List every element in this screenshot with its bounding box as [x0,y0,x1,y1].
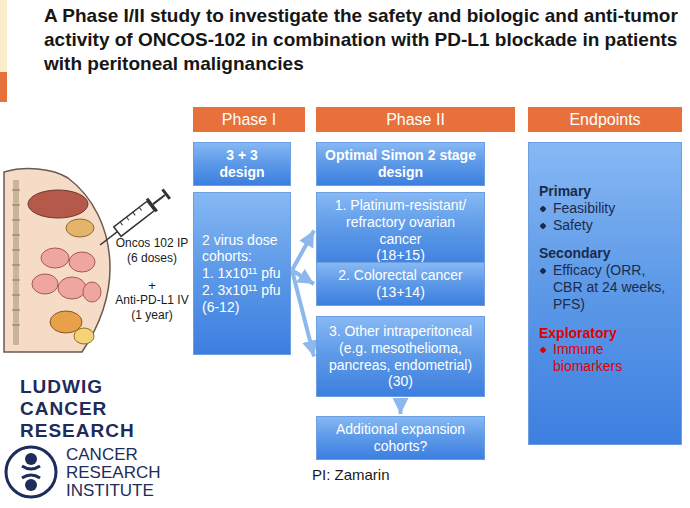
endpoint-item: Immune biomarkers [539,341,671,375]
box-text: Phase II [386,110,445,129]
cohort-box: 1. Platinum-resistant/ refractory ovaria… [316,192,485,269]
endpoints-box: PrimaryFeasibilitySafetySecondaryEfficac… [528,142,682,445]
ludwig-logo: LUDWIG CANCER RESEARCH [20,376,140,442]
accent-strip [0,0,7,72]
box-text: 3. Other intraperitoneal (e.g. mesotheli… [325,323,476,373]
pi-note: PI: Zamarin [312,466,432,484]
drug-label: Anti-PD-L1 IV (1 year) [110,293,194,323]
box-text: 2 virus dose cohorts: [202,232,282,266]
phase-header: Endpoints [528,107,682,132]
design-box: 3 + 3 design [193,142,291,186]
phase-header: Phase I [193,107,305,132]
spine [13,180,19,345]
stomach [66,219,94,237]
box-text: (30) [388,373,413,390]
endpoint-heading: Exploratory [539,325,671,342]
box-text: Optimal Simon 2 stage design [325,147,476,181]
box-text: Additional expansion cohorts? [325,421,476,455]
cohort-box: 2 virus dose cohorts:1. 1x10¹¹ pfu2. 3x1… [193,192,291,355]
box-text: 2. 3x10¹¹ pfu [202,282,282,299]
body-illustration [4,169,110,352]
cri-logo-mark [6,447,56,497]
endpoint-heading: Primary [539,183,671,200]
accent-strip [0,72,7,102]
plus-sign: + [110,278,194,293]
cohort-box: Additional expansion cohorts? [316,416,485,460]
cri-logo: CANCER RESEARCH INSTITUTE [66,446,176,500]
cohort-box: 2. Colorectal cancer(13+14) [316,262,485,306]
torso-outline [4,169,110,352]
design-box: Optimal Simon 2 stage design [316,142,485,186]
drug-label: Oncos 102 IP (6 doses) [110,236,194,266]
endpoint-item: Safety [539,217,671,234]
box-text: (13+14) [376,284,425,301]
flow-arrow [292,270,314,356]
bladder [74,328,94,344]
box-text: Phase I [222,110,276,129]
vertebrae [12,190,20,325]
liver [28,190,88,218]
endpoint-heading: Secondary [539,245,671,262]
flow-arrow [399,398,403,414]
box-text: 1. Platinum-resistant/ refractory ovaria… [325,197,476,247]
endpoint-item: Feasibility [539,200,671,217]
flow-arrow [292,231,314,271]
intestines [32,248,101,302]
box-text: 1. 1x10¹¹ pfu [202,265,282,282]
cohort-box: 3. Other intraperitoneal (e.g. mesotheli… [316,316,485,397]
box-text: 3 + 3 design [202,147,282,181]
phase-header: Phase II [316,107,515,132]
box-text: 2. Colorectal cancer [338,267,463,284]
endpoint-item: Efficacy (ORR, CBR at 24 weeks, PFS) [539,262,671,312]
box-text: Endpoints [569,110,640,129]
slide-title: A Phase I/II study to investigate the sa… [44,4,686,76]
box-text: (6-12) [202,299,282,316]
